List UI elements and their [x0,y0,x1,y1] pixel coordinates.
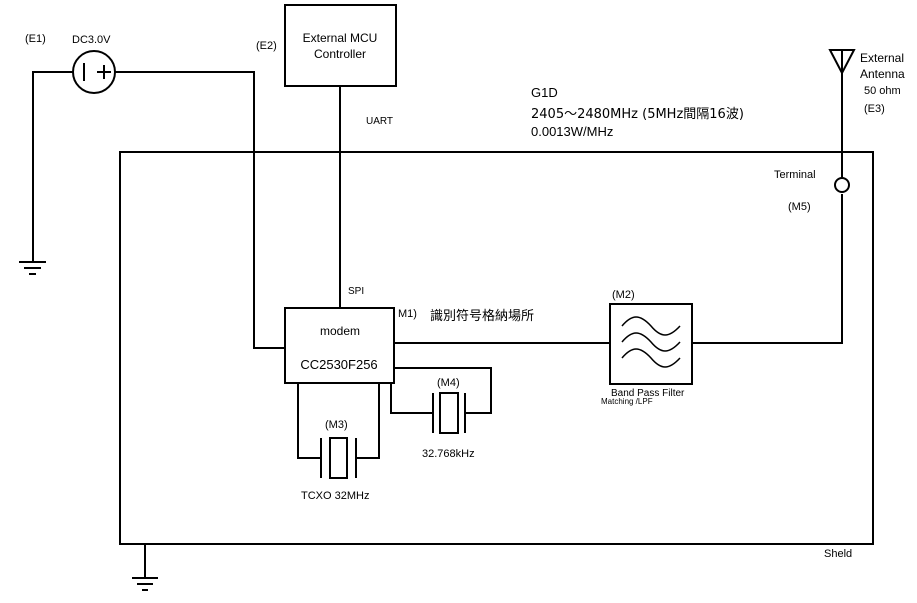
xtal-32k-wire [394,367,492,414]
m3-label: (M3) [325,419,348,431]
dc-positive-wire [115,71,285,349]
shield-enclosure [119,151,874,545]
e1-label: (E1) [25,33,46,45]
m2-label: (M2) [612,289,635,301]
m5-label: (M5) [788,201,811,213]
external-mcu-box [284,4,397,87]
m4-label: (M4) [437,377,460,389]
e3-label: (E3) [864,103,885,115]
matching-label: Matching /LPF [601,397,653,406]
frequency-range-label: 2405～2480MHz (5MHz間隔16波) [531,107,744,122]
ground-icon [132,544,158,591]
antenna-label-line3: 50 ohm [864,85,901,97]
antenna-label-line1: External [860,51,904,65]
crystal-icon [320,437,357,479]
emission-class-label: G1D [531,85,558,100]
band-pass-filter-box [609,303,693,385]
modem-label: modem [320,324,360,338]
tcxo-wire [297,383,321,459]
spi-label: SPI [348,286,364,297]
crystal-icon [432,392,466,434]
rf-line-to-terminal [692,194,843,344]
shield-label: Sheld [824,548,852,560]
filter-icon [621,316,681,368]
e2-label: (E2) [256,40,277,52]
mcu-label-line2: Controller [314,47,366,61]
antenna-label-line2: Antenna [860,67,905,81]
terminal-icon [834,177,850,193]
terminal-label: Terminal [774,169,816,181]
ground-icon [19,261,46,275]
bpf-label: Band Pass Filter [611,388,685,399]
tcxo-wire [356,383,380,459]
mcu-label-line1: External MCU [303,31,378,45]
id-storage-label: 識別符号格納場所 [430,308,534,324]
dc-voltage-label: DC3.0V [72,34,111,46]
xtal-32k-label: 32.768kHz [422,448,475,460]
power-density-label: 0.0013W/MHz [531,124,613,139]
antenna-icon [828,49,856,76]
dc-source-icon [72,50,116,94]
dc-negative-wire [32,71,73,262]
modem-chip-box [284,307,395,384]
m1-label: M1) [398,308,417,320]
chip-part-label: CC2530F256 [300,357,377,372]
xtal-32k-wire [390,382,433,414]
uart-label: UART [366,116,393,127]
tcxo-label: TCXO 32MHz [301,490,369,502]
